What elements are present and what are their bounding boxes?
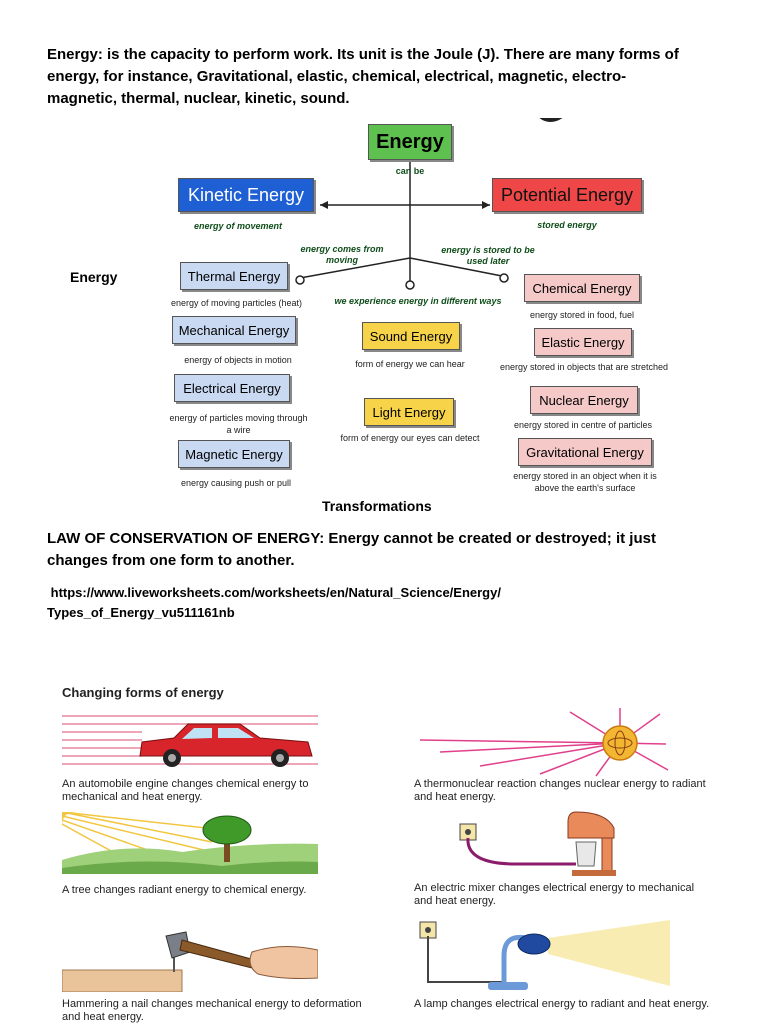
- energy-center-box: Energy: [368, 124, 452, 160]
- url-line-1: https://www.liveworksheets.com/worksheet…: [50, 585, 501, 600]
- magnetic-energy-label: Magnetic Energy: [185, 446, 283, 462]
- gravitational-energy-label: Gravitational Energy: [526, 444, 644, 460]
- kinetic-energy-sub: energy of movement: [193, 221, 283, 231]
- magnetic-energy-sub: energy causing push or pull: [180, 478, 292, 488]
- worksheet-link[interactable]: https://www.liveworksheets.com/worksheet…: [47, 583, 727, 623]
- url-line-2: Types_of_Energy_vu511161nb: [47, 605, 235, 620]
- sound-energy-label: Sound Energy: [369, 328, 453, 344]
- chemical-energy-label: Chemical Energy: [532, 280, 632, 296]
- car-illustration: [62, 715, 318, 767]
- sun-illustration: [420, 708, 669, 777]
- intro-line-1: Energy: is the capacity to perform work.…: [47, 46, 679, 63]
- gravitational-energy-sub: energy stored in an object when it is ab…: [513, 471, 657, 493]
- thermal-energy-box: Thermal Energy: [180, 262, 288, 290]
- sound-energy-box: Sound Energy: [362, 322, 460, 350]
- chemical-energy-sub: energy stored in food, fuel: [529, 310, 635, 320]
- intro-paragraph: Energy: is the capacity to perform work.…: [47, 44, 727, 110]
- potential-energy-box: Potential Energy: [492, 178, 642, 212]
- energy-center-label: Energy: [376, 130, 444, 153]
- potential-energy-label: Potential Energy: [500, 184, 634, 205]
- kinetic-energy-label: Kinetic Energy: [187, 184, 305, 205]
- elastic-energy-sub: energy stored in objects that are stretc…: [499, 362, 669, 372]
- sound-energy-sub: form of energy we can hear: [355, 359, 465, 369]
- magnetic-energy-box: Magnetic Energy: [178, 440, 290, 468]
- changing-forms-title: Changing forms of energy: [62, 685, 224, 700]
- note-experience: we experience energy in different ways: [334, 296, 502, 306]
- caption-car: An automobile engine changes chemical en…: [62, 778, 309, 803]
- law-of-conservation: LAW OF CONSERVATION OF ENERGY: Energy ca…: [47, 528, 727, 572]
- energy-diagram: Energy can be Kinetic Energy energy of m…: [160, 118, 690, 498]
- law-line-2: changes from one form to another.: [47, 552, 295, 569]
- elastic-energy-box: Elastic Energy: [534, 328, 632, 356]
- light-energy-box: Light Energy: [364, 398, 454, 426]
- nuclear-energy-box: Nuclear Energy: [530, 386, 638, 414]
- nuclear-energy-label: Nuclear Energy: [539, 392, 629, 408]
- caption-lamp: A lamp changes electrical energy to radi…: [414, 998, 710, 1010]
- note-stored: energy is stored to be used later: [441, 245, 535, 266]
- light-energy-sub: form of energy our eyes can detect: [340, 433, 480, 443]
- caption-mixer: An electric mixer changes electrical ene…: [414, 882, 695, 907]
- lamp-illustration: [419, 920, 670, 990]
- law-line-1: LAW OF CONSERVATION OF ENERGY: Energy ca…: [47, 530, 656, 547]
- mechanical-energy-label: Mechanical Energy: [178, 322, 290, 338]
- electrical-energy-box: Electrical Energy: [174, 374, 290, 402]
- light-energy-label: Light Energy: [372, 404, 446, 420]
- transformations-heading: Transformations: [322, 498, 432, 514]
- hammer-illustration: [62, 931, 318, 992]
- nuclear-energy-sub: energy stored in centre of particles: [513, 420, 653, 430]
- mechanical-energy-sub: energy of objects in motion: [184, 355, 292, 365]
- caption-tree: A tree changes radiant energy to chemica…: [62, 884, 307, 896]
- mixer-illustration: [459, 811, 616, 876]
- thermal-energy-label: Thermal Energy: [187, 268, 281, 284]
- tree-illustration: [62, 812, 318, 874]
- intro-line-3: magnetic, thermal, nuclear, kinetic, sou…: [47, 90, 350, 107]
- thermal-energy-sub: energy of moving particles (heat): [170, 298, 303, 308]
- electrical-energy-sub: energy of particles moving through a wir…: [169, 413, 308, 435]
- potential-energy-sub: stored energy: [537, 220, 597, 230]
- intro-line-2: energy, for instance, Gravitational, ela…: [47, 68, 627, 85]
- caption-hammer: Hammering a nail changes mechanical ener…: [62, 998, 362, 1023]
- chemical-energy-box: Chemical Energy: [524, 274, 640, 302]
- energy-center-sub: can be: [395, 166, 425, 176]
- energy-side-label: Energy: [70, 269, 118, 285]
- gravitational-energy-box: Gravitational Energy: [518, 438, 652, 466]
- mechanical-energy-box: Mechanical Energy: [172, 316, 296, 344]
- electrical-energy-label: Electrical Energy: [183, 380, 281, 396]
- caption-sun: A thermonuclear reaction changes nuclear…: [414, 778, 706, 803]
- note-moving: energy comes from moving: [300, 244, 384, 265]
- diagram-connectors: [295, 118, 563, 290]
- kinetic-energy-box: Kinetic Energy: [178, 178, 314, 212]
- elastic-energy-label: Elastic Energy: [541, 334, 625, 350]
